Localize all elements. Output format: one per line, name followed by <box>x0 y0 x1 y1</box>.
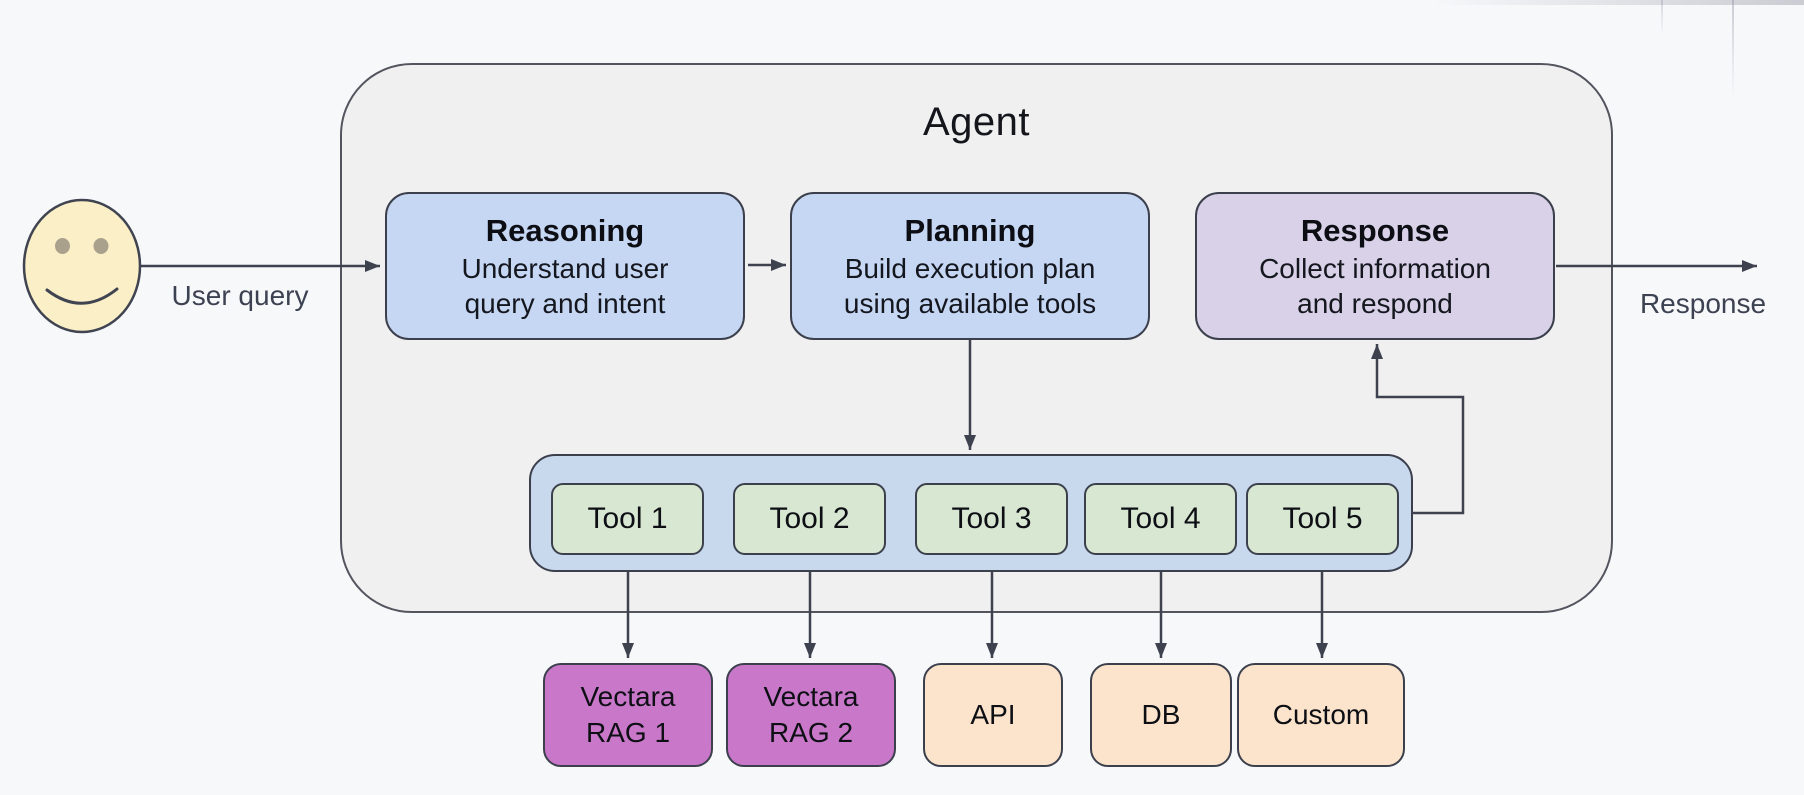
resource-box-vectara-rag-1: Vectara RAG 1 <box>543 663 713 767</box>
resource-label-line: RAG 1 <box>585 717 671 748</box>
resource-label-line: Vectara <box>763 681 859 712</box>
tool-box-2: Tool 2 <box>733 483 886 555</box>
stage-box-response: Response Collect information and respond <box>1195 192 1555 340</box>
stage-desc-line: Collect information <box>1259 253 1491 284</box>
stage-title: Planning <box>904 213 1036 248</box>
resource-label-line: DB <box>1141 699 1181 730</box>
resource-box-api: API <box>923 663 1063 767</box>
stage-desc-line: and respond <box>1297 288 1453 319</box>
response-output-label: Response <box>1639 288 1767 319</box>
resource-label-line: API <box>970 699 1016 730</box>
tool-box-1: Tool 1 <box>551 483 704 555</box>
tool-label: Tool 2 <box>769 502 850 535</box>
smiley-face-icon <box>22 198 142 334</box>
stage-title: Response <box>1300 213 1450 248</box>
stage-desc-line: using available tools <box>843 288 1097 319</box>
screenshot-artifact-line <box>1732 0 1734 96</box>
tool-label: Tool 4 <box>1120 502 1201 535</box>
tool-box-4: Tool 4 <box>1084 483 1237 555</box>
agent-title: Agent <box>922 100 1031 144</box>
resource-label-line: RAG 2 <box>768 717 854 748</box>
tool-label: Tool 1 <box>587 502 668 535</box>
resource-label-line: Custom <box>1272 699 1370 730</box>
tool-label: Tool 3 <box>951 502 1032 535</box>
stage-box-reasoning: Reasoning Understand user query and inte… <box>385 192 745 340</box>
stage-desc-line: Understand user <box>461 253 669 284</box>
stage-desc-line: query and intent <box>464 288 666 319</box>
resource-label-line: Vectara <box>580 681 676 712</box>
screenshot-artifact-line <box>1661 0 1663 36</box>
resource-box-vectara-rag-2: Vectara RAG 2 <box>726 663 896 767</box>
tool-label: Tool 5 <box>1282 502 1363 535</box>
tool-box-5: Tool 5 <box>1246 483 1399 555</box>
resource-box-custom: Custom <box>1237 663 1405 767</box>
resource-box-db: DB <box>1090 663 1232 767</box>
user-query-label: User query <box>171 280 309 311</box>
stage-desc-line: Build execution plan <box>844 253 1096 284</box>
tool-box-3: Tool 3 <box>915 483 1068 555</box>
screenshot-artifact-shadow <box>1430 0 1804 5</box>
stage-box-planning: Planning Build execution plan using avai… <box>790 192 1150 340</box>
stage-title: Reasoning <box>485 213 645 248</box>
